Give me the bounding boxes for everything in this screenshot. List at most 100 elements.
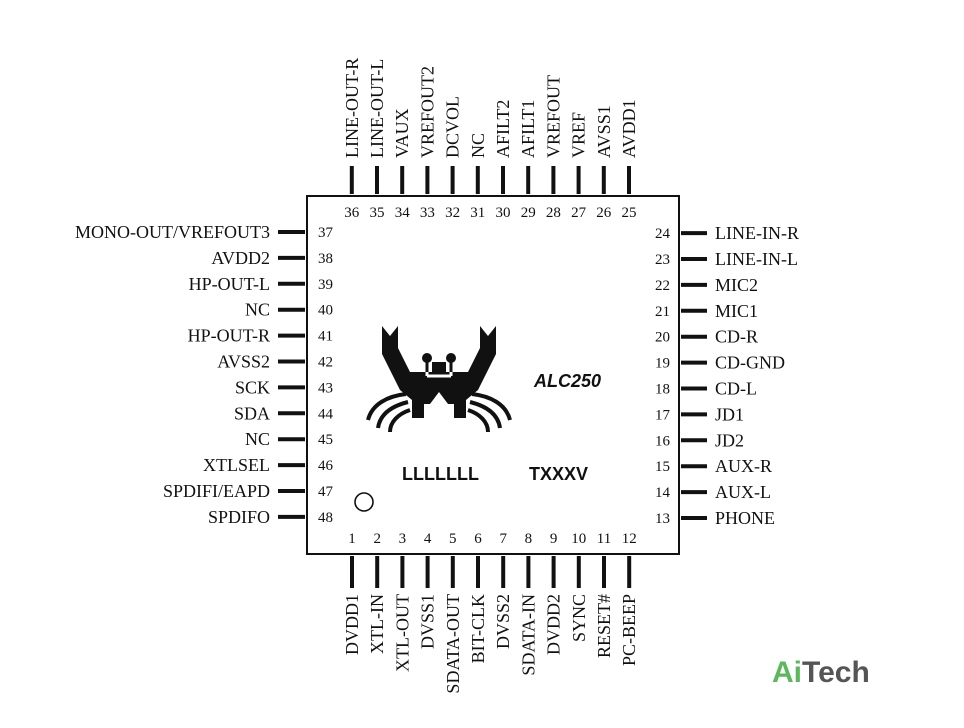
pin-name: CD-GND	[715, 353, 785, 373]
pin-name: SPDIFI/EAPD	[163, 481, 270, 501]
pin-number: 38	[318, 251, 333, 267]
pin-number: 23	[655, 252, 670, 268]
pin-name: DVSS2	[493, 594, 513, 649]
pin-name: NC	[245, 429, 270, 449]
pin-47: 47 SPDIFI/EAPD	[163, 481, 334, 501]
pin-18: 18 CD-L	[655, 379, 757, 399]
pin-name: AVSS2	[217, 352, 270, 372]
pin-number: 4	[424, 531, 432, 547]
pin-name: HP-OUT-R	[188, 326, 270, 346]
pin-32: 32 DCVOL	[443, 96, 463, 221]
pin-name: NC	[245, 300, 270, 320]
pin-name: AVDD2	[211, 248, 270, 268]
pin-number: 22	[655, 278, 670, 294]
pin-name: HP-OUT-L	[189, 274, 270, 294]
pin-name: SDA	[234, 403, 270, 423]
pin-number: 13	[655, 511, 670, 527]
realtek-logo	[366, 326, 512, 433]
pin-number: 19	[655, 356, 670, 372]
pin-42: 42 AVSS2	[217, 352, 333, 372]
pin-name: CD-R	[715, 327, 758, 347]
pin-number: 27	[571, 205, 587, 221]
pin-name: CD-L	[715, 379, 757, 399]
pin-19: 19 CD-GND	[655, 353, 785, 373]
pin-name: PHONE	[715, 508, 775, 528]
pin-13: 13 PHONE	[655, 508, 775, 528]
pin-name: AFILT1	[518, 100, 538, 158]
pin-number: 32	[445, 205, 460, 221]
pin-number: 47	[318, 484, 334, 500]
pin-number: 34	[395, 205, 411, 221]
pin1-marker	[354, 492, 374, 512]
pin-name: SCK	[235, 377, 270, 397]
pin-number: 43	[318, 380, 333, 396]
pin-number: 9	[550, 531, 558, 547]
pin-number: 8	[525, 531, 533, 547]
pin-number: 41	[318, 329, 333, 345]
pin-name: SPDIFO	[208, 507, 270, 527]
pin-name: MIC1	[715, 301, 758, 321]
pin-number: 42	[318, 355, 333, 371]
pin-name: VREFOUT	[543, 75, 563, 158]
pin-name: RESET#	[594, 594, 614, 658]
pin-name: SDATA-IN	[518, 594, 538, 676]
pin-27: 27 VREF	[569, 112, 589, 221]
pin-name: DCVOL	[443, 96, 463, 158]
pin-number: 36	[344, 205, 360, 221]
pin-number: 44	[318, 406, 334, 422]
pin-number: 14	[655, 485, 671, 501]
watermark-part2: Tech	[802, 656, 870, 689]
pin-43: 43 SCK	[235, 377, 333, 397]
pin-name: SYNC	[569, 594, 589, 642]
watermark-logo: AiTech	[772, 656, 870, 689]
pin-name: AVSS1	[594, 105, 614, 158]
pin-number: 6	[474, 531, 482, 547]
pin-number: 28	[546, 205, 561, 221]
pin-number: 5	[449, 531, 457, 547]
pin-name: VREFOUT2	[417, 66, 437, 158]
pin-25: 25 AVDD1	[619, 99, 639, 221]
chip-marking-right: TXXXV	[529, 464, 588, 484]
pin-name: DVDD1	[342, 594, 362, 655]
pin-44: 44 SDA	[234, 403, 334, 423]
pin-number: 2	[373, 531, 381, 547]
pin-number: 31	[470, 205, 485, 221]
pin-name: AVDD1	[619, 99, 639, 158]
pin-number: 48	[318, 510, 333, 526]
watermark-part1: Ai	[772, 656, 802, 689]
pin-number: 26	[596, 205, 612, 221]
pin-name: XTL-IN	[367, 594, 387, 654]
pin-number: 18	[655, 382, 670, 398]
pin-name: VREF	[569, 112, 589, 158]
pin-name: AUX-R	[715, 456, 772, 476]
pin-number: 11	[597, 531, 611, 547]
pin-number: 7	[499, 531, 507, 547]
pin-number: 21	[655, 304, 670, 320]
pin-name: LINE-OUT-R	[342, 58, 362, 158]
chip-body	[306, 195, 680, 555]
pin-name: AFILT2	[493, 100, 513, 158]
pin-name: DVSS1	[418, 594, 438, 649]
pin-number: 25	[622, 205, 637, 221]
